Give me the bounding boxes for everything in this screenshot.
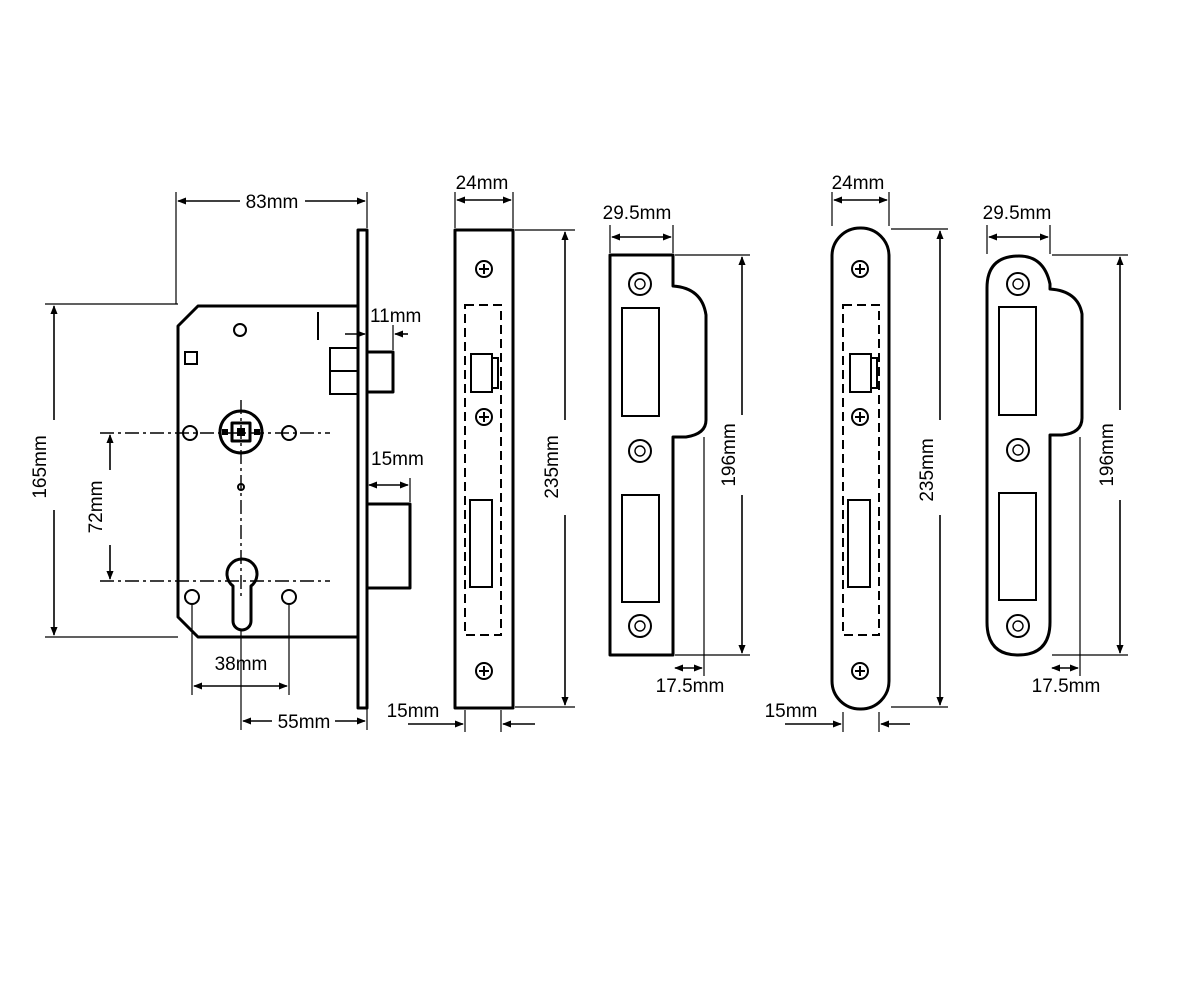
deadbolt xyxy=(365,350,395,394)
screw-icon xyxy=(628,614,652,638)
round-forend-dimensions: 24mm 235mm 15mm xyxy=(765,173,948,732)
screw-icon xyxy=(628,272,652,296)
square-strike-lip-label: 17.5mm xyxy=(656,676,725,697)
round-forend-height-label: 235mm xyxy=(917,438,938,501)
screw-icon xyxy=(475,408,493,426)
latch-bolt xyxy=(365,502,412,590)
square-strike-dimensions: 29.5mm 196mm 17.5mm xyxy=(603,203,750,697)
screw-icon xyxy=(851,662,869,680)
forend-thickness-label: 11mm xyxy=(370,306,421,327)
centres-label: 72mm xyxy=(86,481,107,534)
case-width-label: 83mm xyxy=(246,192,299,213)
screw-icon xyxy=(1006,438,1030,462)
case-height-label: 165mm xyxy=(30,435,51,498)
round-strike-plate xyxy=(985,254,1084,657)
square-forend-width-label: 24mm xyxy=(456,173,509,194)
case-fixing-hole xyxy=(281,589,297,605)
screw-icon xyxy=(475,260,493,278)
screw-icon xyxy=(1006,614,1030,638)
square-forend xyxy=(453,228,515,710)
screw-icon xyxy=(475,662,493,680)
square-strike-plate xyxy=(608,253,708,657)
lock-body xyxy=(100,228,412,710)
round-strike-width-label: 29.5mm xyxy=(983,203,1052,224)
screw-icon xyxy=(628,439,652,463)
square-forend-lip-label: 15mm xyxy=(387,701,440,722)
euro-cylinder-cutout xyxy=(225,557,259,632)
screw-icon xyxy=(851,408,869,426)
round-forend-lip-label: 15mm xyxy=(765,701,818,722)
square-strike-width-label: 29.5mm xyxy=(603,203,672,224)
backset-label: 55mm xyxy=(278,712,331,733)
screw-icon xyxy=(851,260,869,278)
square-strike-height-label: 196mm xyxy=(719,423,740,486)
screw-icon xyxy=(1006,272,1030,296)
case-square-hole xyxy=(184,351,198,365)
round-strike-lip-label: 17.5mm xyxy=(1032,676,1101,697)
square-forend-dimensions: 24mm 235mm 15mm xyxy=(387,173,575,732)
case-fixing-hole xyxy=(233,323,247,337)
square-forend-height-label: 235mm xyxy=(542,435,563,498)
lock-body-dimensions: 83mm 11mm 165mm 72mm 15mm 38mm 55mm xyxy=(30,192,424,733)
lock-case xyxy=(176,304,360,639)
latch-projection-label: 15mm xyxy=(371,449,424,470)
round-strike-height-label: 196mm xyxy=(1097,423,1118,486)
round-strike-dimensions: 29.5mm 196mm 17.5mm xyxy=(983,203,1128,697)
round-forend-width-label: 24mm xyxy=(832,173,885,194)
case-fixing-hole xyxy=(184,589,200,605)
round-forend xyxy=(830,226,891,711)
